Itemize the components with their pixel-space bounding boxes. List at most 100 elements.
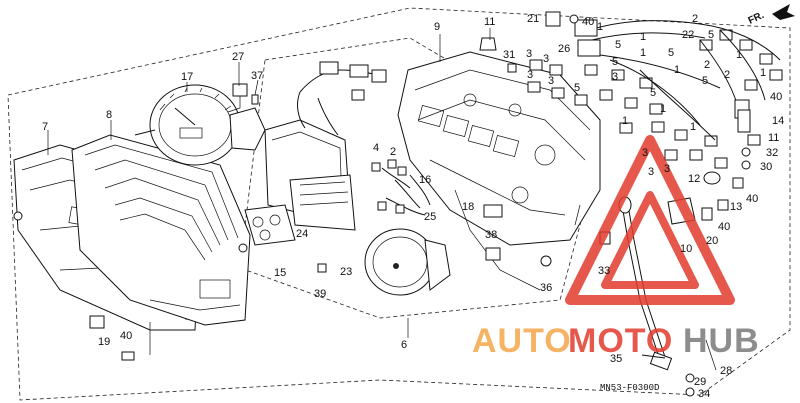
part-label-3-g: 3 bbox=[648, 166, 654, 178]
grommet-11-right bbox=[747, 134, 761, 146]
part-label-20: 20 bbox=[706, 235, 718, 247]
indicator-socket-27 bbox=[227, 83, 248, 113]
part-label-17: 17 bbox=[181, 71, 193, 83]
part-label-3-h: 3 bbox=[664, 163, 670, 175]
grommet-12 bbox=[703, 171, 721, 185]
part-label-27: 27 bbox=[232, 51, 244, 63]
part-label-1-e: 1 bbox=[736, 49, 742, 61]
part-label-40-right-top: 40 bbox=[770, 91, 782, 103]
part-label-2-b: 2 bbox=[704, 59, 710, 71]
part-label-3-a: 3 bbox=[526, 48, 532, 60]
wire-harness-lower bbox=[371, 159, 431, 216]
tachometer-gauge bbox=[364, 228, 451, 296]
part-label-29: 29 bbox=[694, 376, 706, 388]
wire-harness-meter bbox=[297, 61, 387, 136]
part-label-5-e: 5 bbox=[708, 29, 714, 41]
watermark-word-auto: AUTO bbox=[472, 322, 572, 360]
speedometer-gauge bbox=[134, 84, 266, 166]
part-label-2-d: 2 bbox=[390, 146, 396, 158]
watermark-word-moto: MOTO bbox=[568, 322, 673, 360]
part-label-21: 21 bbox=[527, 13, 539, 25]
cable-fittings bbox=[641, 354, 695, 397]
part-label-13: 13 bbox=[730, 201, 742, 213]
part-label-40-right-low: 40 bbox=[718, 221, 730, 233]
part-label-3-e: 3 bbox=[612, 71, 618, 83]
part-label-23: 23 bbox=[340, 266, 352, 278]
grommet-11-top bbox=[479, 37, 497, 51]
meter-housing bbox=[264, 119, 356, 231]
screw-30 bbox=[741, 160, 751, 170]
leader-lines bbox=[47, 28, 717, 371]
part-label-9: 9 bbox=[434, 21, 440, 33]
screw-40-top bbox=[569, 14, 579, 24]
part-label-15: 15 bbox=[274, 267, 286, 279]
part-label-28: 28 bbox=[720, 365, 732, 377]
screw-31 bbox=[507, 63, 517, 73]
part-label-30: 30 bbox=[760, 161, 772, 173]
part-label-5-g: 5 bbox=[702, 75, 708, 87]
clip-13 bbox=[717, 199, 729, 211]
diagram-code: MN53-F0300D bbox=[600, 383, 659, 393]
screw-32 bbox=[741, 147, 751, 157]
grommet-19 bbox=[89, 315, 105, 329]
part-label-1-b: 1 bbox=[640, 31, 646, 43]
connector-18 bbox=[483, 204, 503, 218]
part-label-25: 25 bbox=[424, 211, 436, 223]
screw-39 bbox=[317, 263, 327, 273]
part-label-12: 12 bbox=[688, 173, 700, 185]
part-label-3-f: 3 bbox=[642, 147, 648, 159]
part-number-labels: 7 8 17 27 37 9 11 21 40 26 31 3 3 3 3 5 … bbox=[42, 13, 784, 400]
screw-37 bbox=[251, 94, 259, 105]
part-label-37: 37 bbox=[251, 70, 263, 82]
part-label-22: 22 bbox=[682, 29, 694, 41]
part-label-34: 34 bbox=[698, 388, 710, 400]
part-label-5-b: 5 bbox=[615, 39, 621, 51]
part-label-2-c: 2 bbox=[724, 69, 730, 81]
screw-40-lower-left bbox=[121, 351, 135, 361]
part-label-24: 24 bbox=[296, 228, 308, 240]
socket-38 bbox=[485, 247, 501, 261]
part-label-35: 35 bbox=[610, 353, 622, 365]
part-label-36: 36 bbox=[540, 282, 552, 294]
part-label-1-i: 1 bbox=[690, 121, 696, 133]
part-label-8: 8 bbox=[106, 109, 112, 121]
part-label-38: 38 bbox=[485, 229, 497, 241]
part-label-1-a: 1 bbox=[597, 21, 603, 33]
part-label-19: 19 bbox=[98, 336, 110, 348]
part-label-7: 7 bbox=[42, 121, 48, 133]
bracket-20 bbox=[701, 207, 713, 221]
part-label-6: 6 bbox=[401, 339, 407, 351]
part-label-3-b: 3 bbox=[543, 53, 549, 65]
part-label-26: 26 bbox=[558, 43, 570, 55]
watermark-logo: AUTO MOTO HUB bbox=[472, 135, 759, 360]
meter-case bbox=[71, 134, 251, 326]
part-label-5-f: 5 bbox=[650, 87, 656, 99]
part-label-5-c: 5 bbox=[612, 56, 618, 68]
part-label-33: 33 bbox=[598, 265, 610, 277]
part-label-1-h: 1 bbox=[622, 115, 628, 127]
screw-36 bbox=[540, 255, 552, 267]
screw-40-right bbox=[732, 177, 744, 189]
part-label-5-d: 5 bbox=[668, 47, 674, 59]
part-label-18: 18 bbox=[462, 201, 474, 213]
part-label-3-d: 3 bbox=[548, 75, 554, 87]
speedometer-cable bbox=[599, 196, 673, 371]
part-label-14: 14 bbox=[772, 115, 784, 127]
part-label-10: 10 bbox=[680, 243, 692, 255]
part-label-31: 31 bbox=[503, 49, 515, 61]
part-label-1-d: 1 bbox=[674, 64, 680, 76]
part-label-2-a: 2 bbox=[692, 13, 698, 25]
clip-21 bbox=[545, 11, 561, 27]
assembly-boundary bbox=[7, 7, 791, 401]
part-label-11-top: 11 bbox=[484, 16, 495, 28]
part-label-4: 4 bbox=[373, 142, 379, 154]
part-label-39: 39 bbox=[314, 288, 326, 300]
part-label-11-right: 11 bbox=[768, 132, 779, 144]
front-arrow-icon bbox=[772, 4, 795, 20]
part-label-16: 16 bbox=[419, 174, 431, 186]
part-label-1-f: 1 bbox=[760, 67, 766, 79]
front-direction-marker: FR. bbox=[747, 4, 795, 27]
part-label-40-right: 40 bbox=[746, 193, 758, 205]
